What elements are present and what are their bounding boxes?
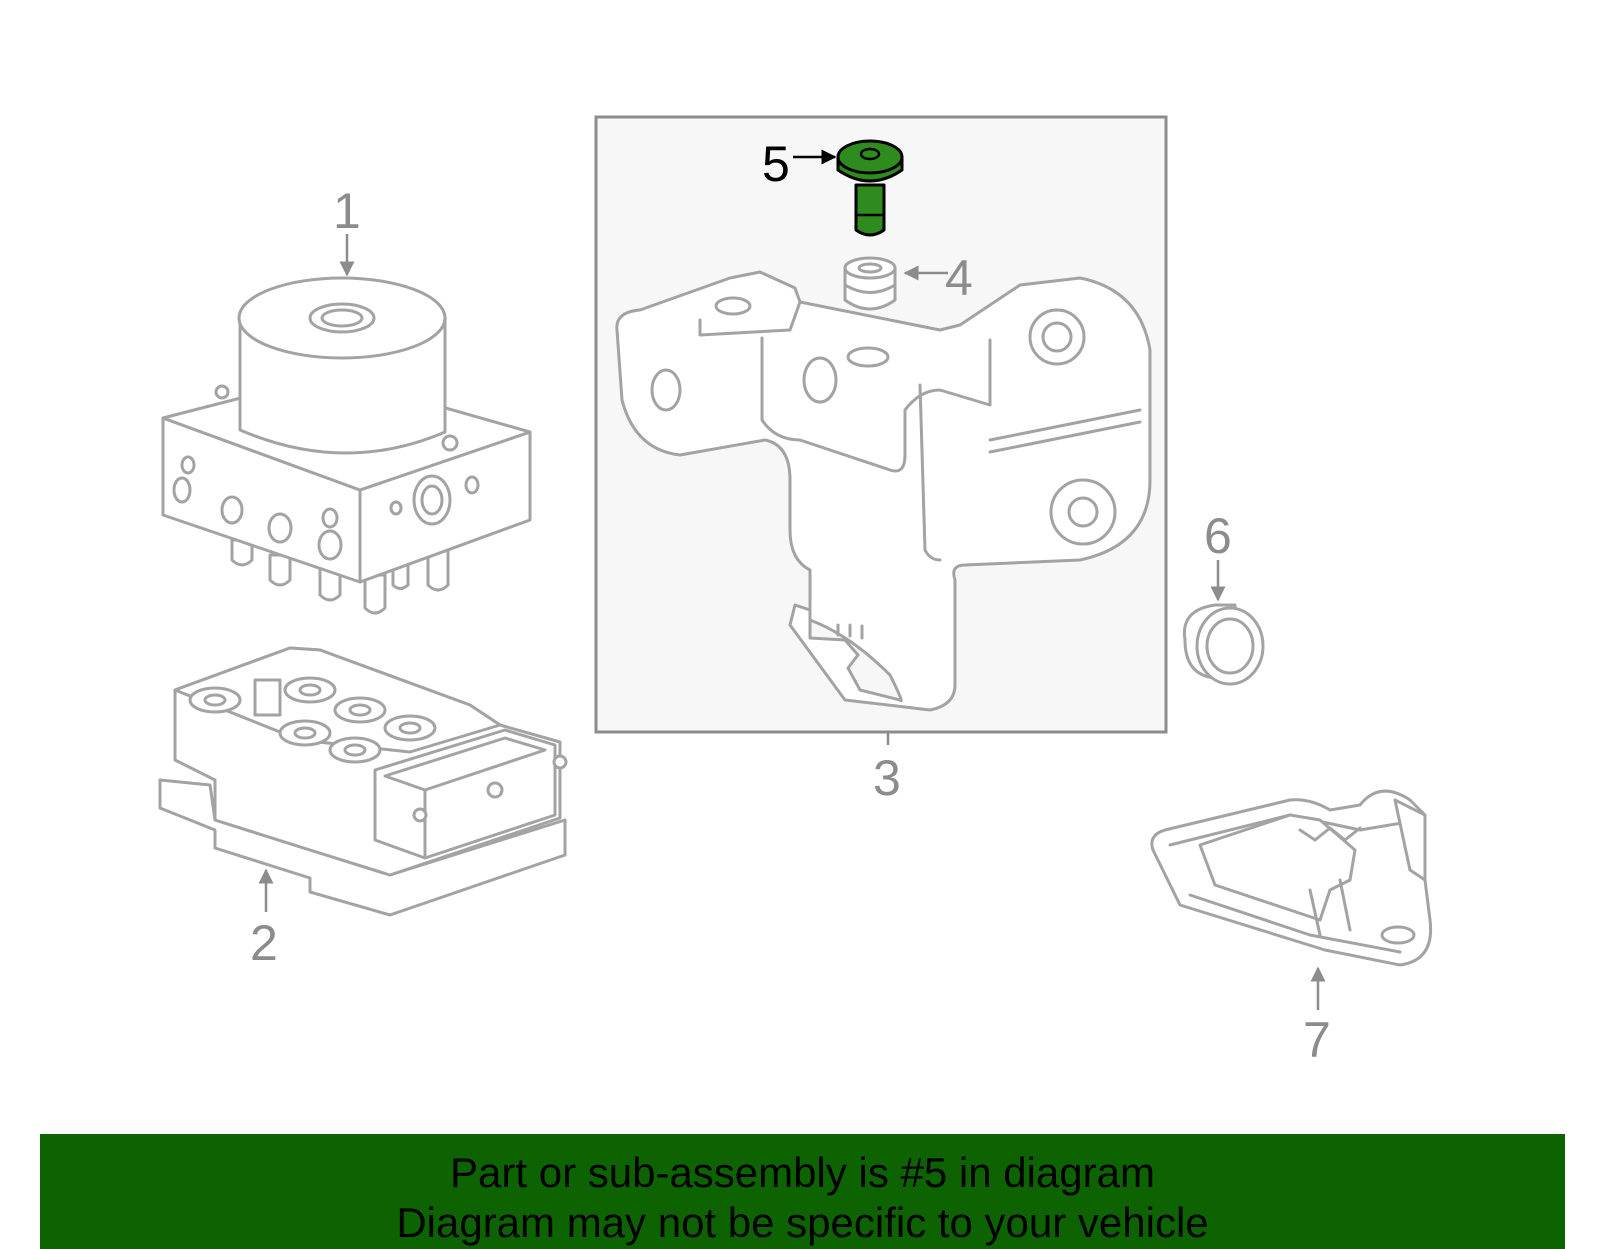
callout-6[interactable]: 6	[1204, 508, 1232, 564]
banner-line-disclaimer: Diagram may not be specific to your vehi…	[396, 1199, 1209, 1246]
callout-4[interactable]: 4	[945, 250, 973, 306]
mounting-bolt-icon[interactable]	[836, 139, 904, 237]
callout-1[interactable]: 1	[333, 183, 361, 239]
callout-3[interactable]: 3	[873, 750, 901, 806]
callout-5[interactable]: 5	[762, 136, 790, 192]
rubber-grommet-icon[interactable]	[843, 256, 897, 311]
banner-line-part: Part or sub-assembly is #5 in diagram	[450, 1149, 1155, 1196]
mounting-bracket-icon[interactable]	[615, 270, 1152, 712]
abs-control-unit-icon[interactable]	[158, 646, 568, 917]
info-banner: Part or sub-assembly is #5 in diagram Di…	[40, 1134, 1565, 1249]
sensor-module-icon[interactable]	[1150, 789, 1433, 967]
abs-modulator-assembly-icon[interactable]	[161, 276, 532, 615]
callout-7[interactable]: 7	[1303, 1012, 1331, 1068]
cap-plug-icon[interactable]	[1182, 603, 1265, 686]
callout-2[interactable]: 2	[250, 915, 278, 971]
